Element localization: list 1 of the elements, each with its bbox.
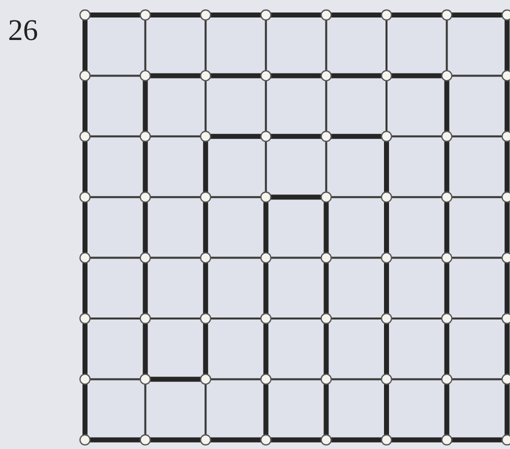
problem-number: 26 (8, 16, 38, 46)
